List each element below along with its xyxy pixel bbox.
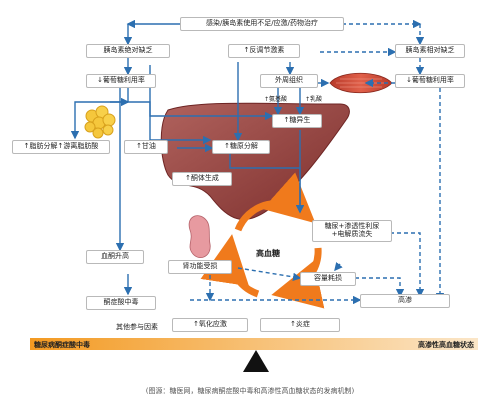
node-ketonemia: 血酮升高 [86,250,144,264]
node-hyperglycemia: 高血糖 [256,249,280,258]
node-hyperosmolality: 高渗 [360,294,450,308]
node-lipolysis: ↑脂肪分解↑游离脂肪酸 [12,140,110,154]
node-volume-depletion: 容量耗损 [300,272,356,286]
fat-cells [84,105,116,139]
node-ketogenesis: ↑酮体生成 [172,172,232,186]
kidney-shape [188,215,211,258]
label-lactate: ↑乳酸 [305,96,323,103]
node-counter-regulatory-hormones: ↑反调节激素 [228,44,300,58]
node-glycosuria: 糖尿+渗透性利尿 +电解质流失 [312,220,392,242]
node-relative-insulin-deficiency: 胰岛素相对缺乏 [395,44,465,58]
node-glucose-utilization-left: ↓葡萄糖利用率 [86,74,156,88]
node-inflammation: ↑炎症 [260,318,340,332]
node-peripheral-tissue: 外周组织 [260,74,318,88]
severity-bar [30,338,478,350]
node-precipitating-factors: 感染/胰岛素使用不足/应激/药物治疗 [180,17,344,31]
node-renal-impairment: 肾功能受损 [168,260,232,274]
node-absolute-insulin-deficiency: 胰岛素绝对缺乏 [86,44,170,58]
balance-fulcrum [243,350,269,372]
label-hhs-end: 高渗性高血糖状态 [418,341,474,349]
label-dka-end: 糖尿病酮症酸中毒 [34,341,90,349]
label-amino-acid: ↑氨基酸 [264,96,288,103]
node-glycerol: ↑甘油 [124,140,168,154]
node-gluconeogenesis: ↑糖异生 [272,114,322,128]
node-glucose-utilization-right: ↓葡萄糖利用率 [395,74,465,88]
node-glycogenolysis: ↑糖原分解 [212,140,270,154]
node-oxidative-stress: ↑氧化应激 [172,318,248,332]
figure-caption: (图源：糖医网，糖尿病酮症酸中毒和高渗性高血糖状态的发病机制) [145,387,355,395]
node-ketoacidosis: 酮症酸中毒 [86,296,156,310]
label-other-factors: 其他参与因素 [116,323,158,331]
